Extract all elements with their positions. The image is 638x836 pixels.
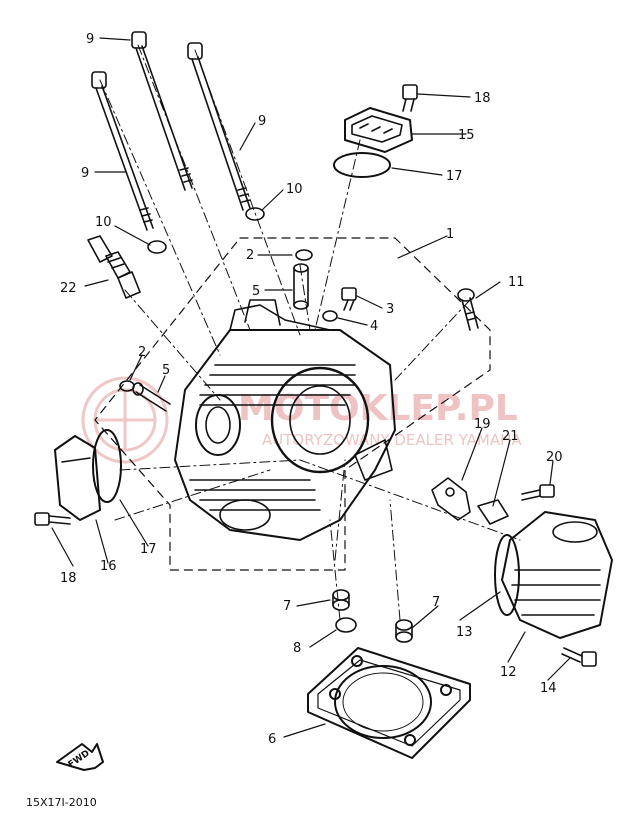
cylinder-head — [174, 299, 396, 541]
head-gasket — [307, 647, 471, 759]
bolt-right — [187, 42, 251, 211]
label-washer-4: 4 — [370, 319, 378, 334]
label-gasket: 6 — [268, 732, 276, 747]
label-part-21: 21 — [502, 429, 519, 444]
label-guide-b: 5 — [162, 363, 170, 378]
label-seal-a: 7 — [283, 599, 291, 614]
part-19 — [431, 477, 471, 521]
seal-a — [332, 589, 350, 611]
fwd-arrow-icon — [56, 743, 104, 771]
label-washer-a: 10 — [95, 215, 112, 230]
label-seal-b: 7 — [432, 595, 440, 610]
screw-3 — [341, 287, 357, 311]
label-bolt-18-top: 18 — [474, 91, 491, 106]
guide-b — [132, 382, 171, 412]
label-oring-17-top: 17 — [446, 169, 463, 184]
washer-b — [245, 207, 265, 221]
guide-a — [293, 263, 309, 310]
label-oring-13: 13 — [456, 625, 473, 640]
label-bolt-right: 9 — [258, 114, 266, 129]
part-21 — [477, 499, 509, 525]
bolt-14 — [561, 647, 597, 667]
label-cover-12: 12 — [500, 665, 517, 680]
pin-a — [295, 249, 313, 261]
assembly-lines — [99, 44, 521, 621]
bolt-20 — [521, 484, 555, 501]
label-oring-17-left: 17 — [140, 542, 157, 557]
seal-b — [395, 619, 413, 643]
washer-a — [147, 240, 167, 254]
label-seat-8: 8 — [293, 641, 301, 656]
bolt-left — [91, 71, 154, 231]
label-spark-plug: 22 — [60, 281, 77, 296]
cap-15 — [344, 107, 413, 153]
head-outline-dashed — [94, 237, 491, 571]
oring-17-left — [92, 429, 122, 503]
leader-lines — [51, 37, 571, 738]
bolt-mid — [131, 31, 193, 191]
part-labels: 9 9 9 10 10 2 5 22 1 2 5 3 4 18 15 17 11… — [60, 32, 563, 747]
label-bolt-14: 14 — [540, 681, 557, 696]
label-screw-3: 3 — [386, 302, 394, 317]
label-oring-16: 16 — [100, 559, 117, 574]
label-head: 1 — [446, 227, 454, 242]
label-bolt-mid: 9 — [86, 32, 94, 47]
valve-cover-12 — [501, 511, 613, 639]
bolt-18-left — [34, 512, 71, 526]
watermark-subtitle: AUTORYZOWANY DEALER YAMAHA — [262, 431, 522, 449]
label-screw-11: 11 — [508, 275, 525, 290]
oring-17-top — [333, 152, 391, 178]
seat-8 — [335, 617, 357, 633]
bolt-18-top — [402, 84, 418, 112]
label-cap-15: 15 — [458, 128, 475, 143]
label-pin-a: 2 — [246, 248, 254, 263]
label-bolt-left: 9 — [81, 166, 89, 181]
diagram-code: 15X17I-2010 — [26, 796, 97, 809]
side-cover-16 — [54, 435, 101, 521]
screw-11 — [457, 288, 479, 331]
label-bolt-20: 20 — [546, 450, 563, 465]
label-washer-b: 10 — [286, 182, 303, 197]
spark-plug — [87, 235, 141, 299]
label-bolt-18-left: 18 — [60, 571, 77, 586]
label-pin-b: 2 — [138, 345, 146, 360]
label-guide-a: 5 — [252, 284, 260, 299]
washer-4 — [322, 310, 338, 322]
oring-13 — [494, 534, 520, 616]
label-part-19: 19 — [474, 417, 491, 432]
